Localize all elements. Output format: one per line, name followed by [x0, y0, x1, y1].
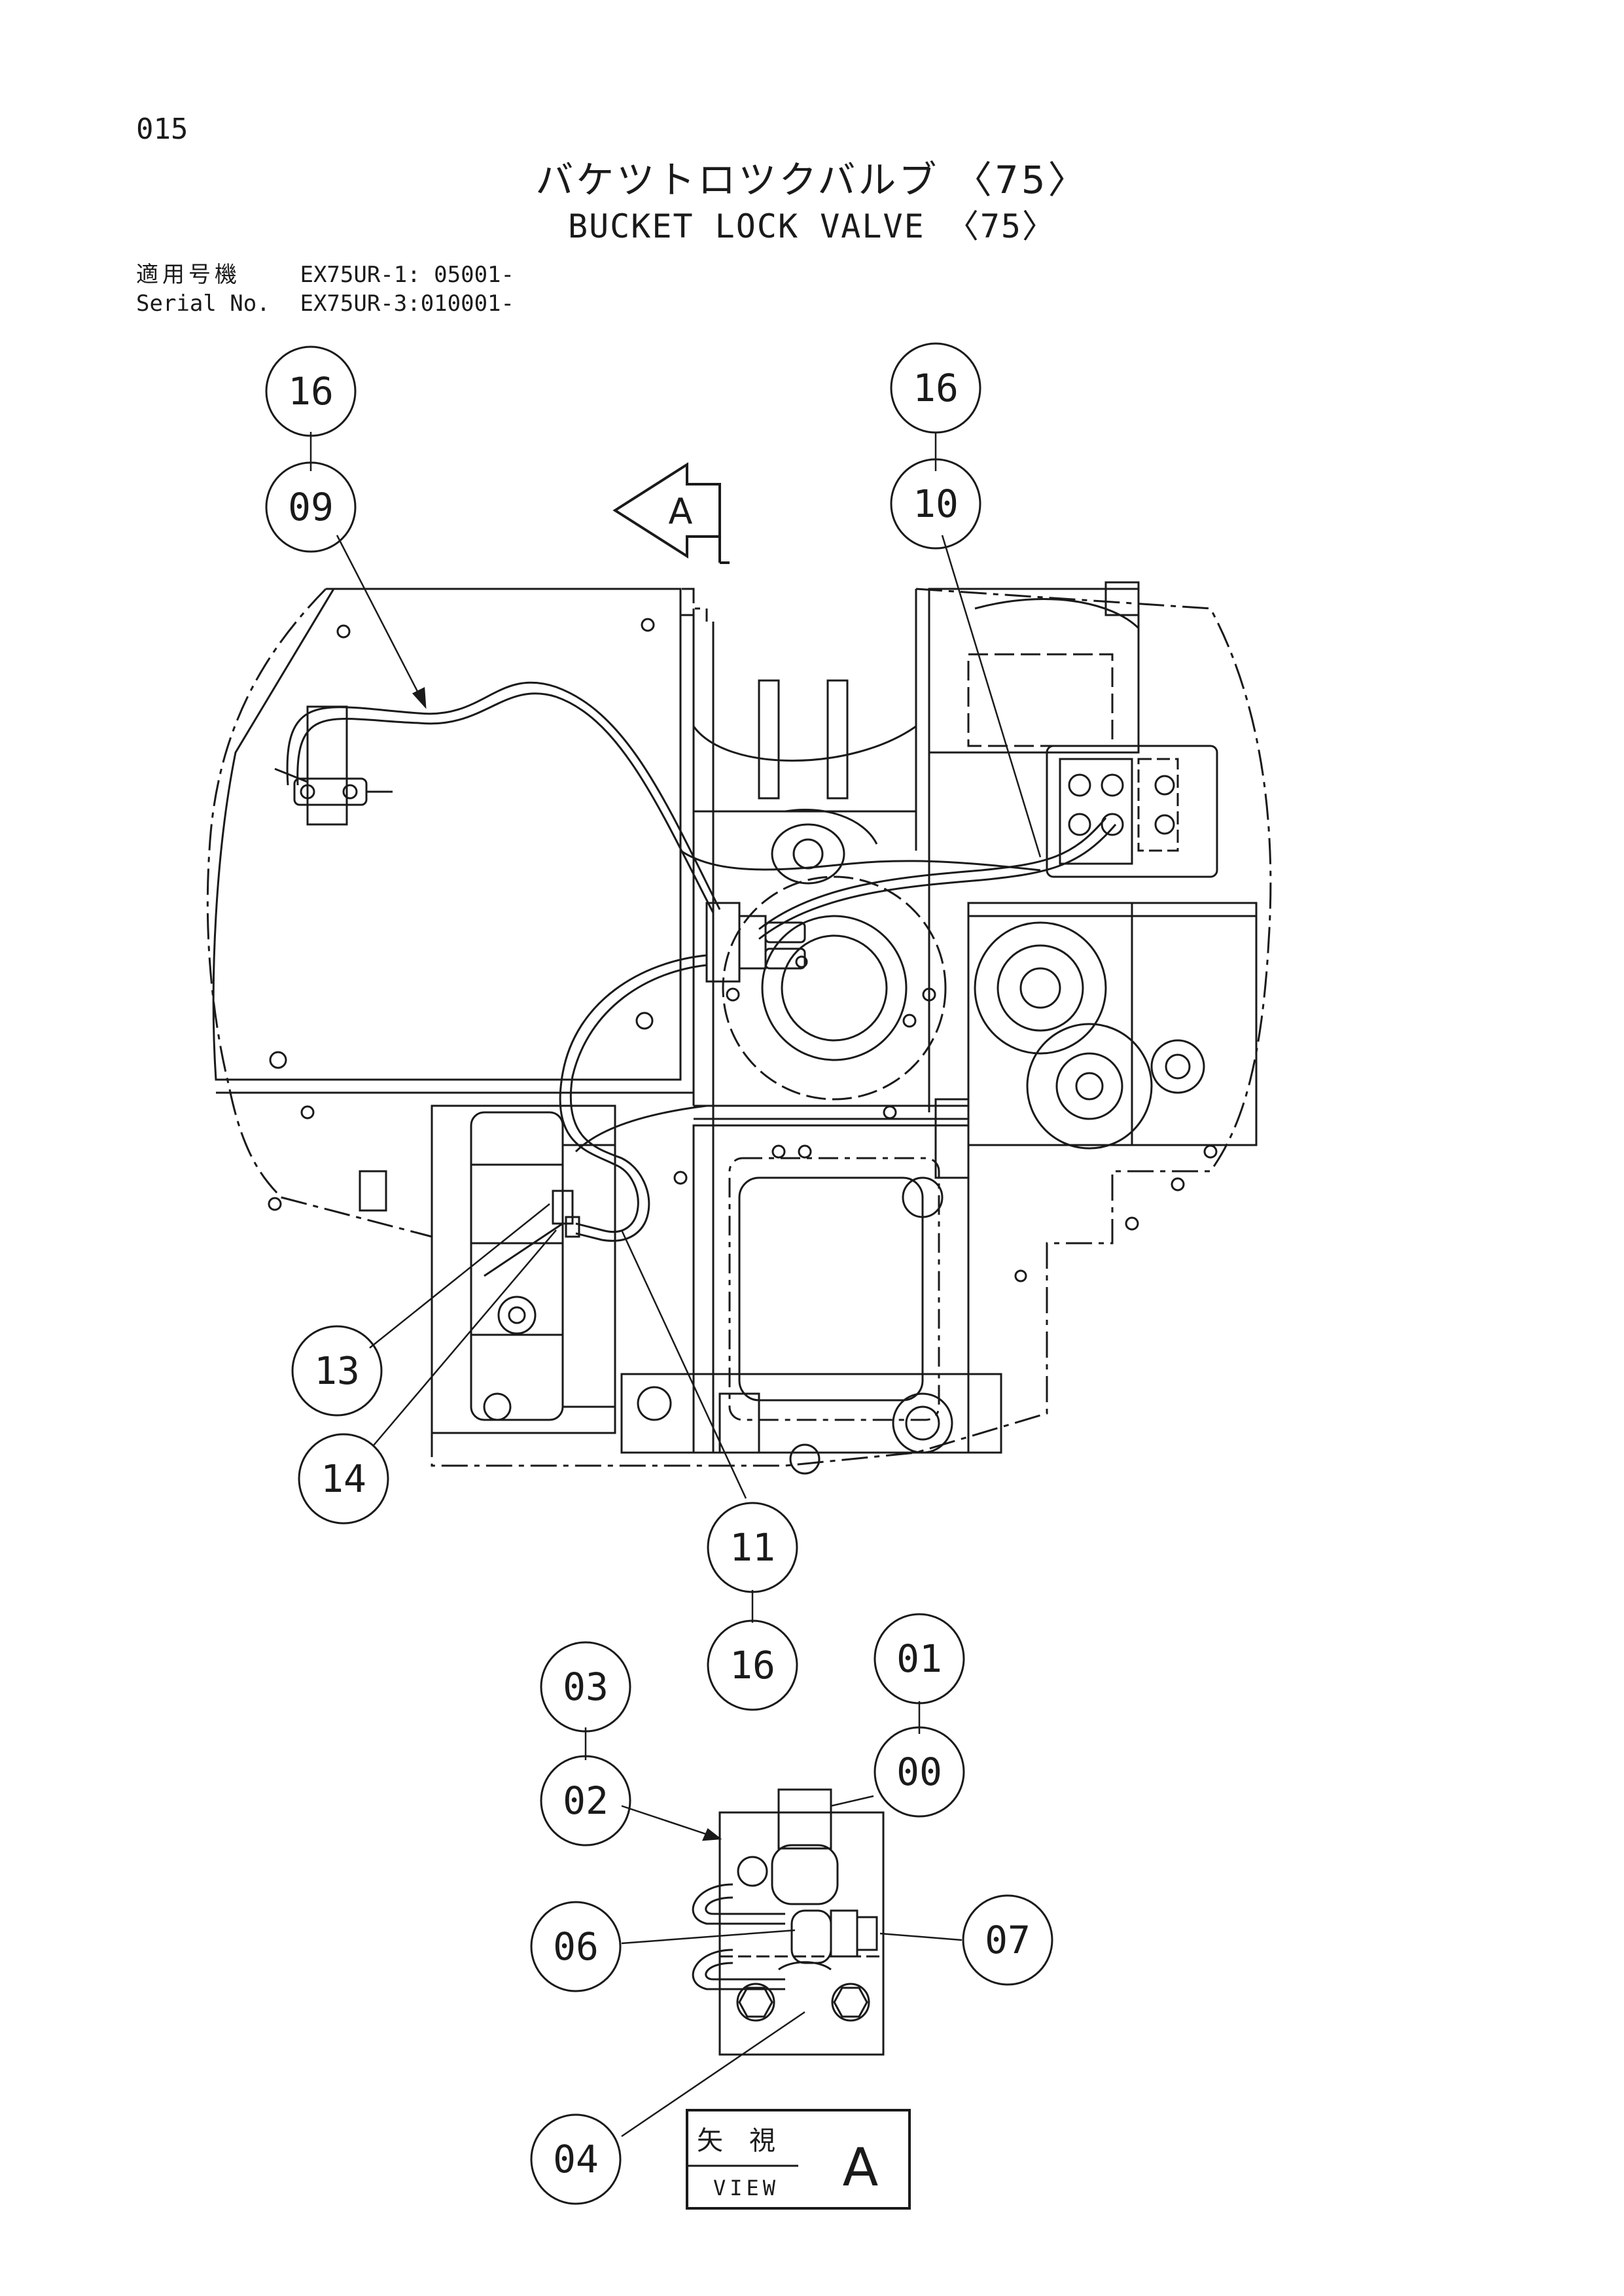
serial-value-1: EX75UR-1: 05001-	[300, 262, 514, 288]
svg-text:01: 01	[896, 1636, 942, 1681]
swing-bearing	[722, 808, 947, 1101]
callout-04: 04	[530, 2113, 622, 2205]
callout-14: 14	[298, 1433, 389, 1525]
callout-16-bottom: 16	[707, 1619, 798, 1711]
page-number: 015	[136, 113, 188, 146]
hydraulic-hoses	[286, 681, 1117, 1277]
serial-label-en: Serial No.	[136, 291, 270, 317]
view-label-box: 矢 視 VIEW A	[686, 2109, 911, 2210]
svg-text:10: 10	[913, 482, 959, 526]
valve-bracket-left	[274, 705, 393, 826]
lower-frame	[620, 1124, 1002, 1475]
solenoid-valve-block	[705, 902, 808, 983]
callout-16-top-right: 16	[890, 342, 981, 434]
control-valve	[1046, 745, 1218, 878]
svg-text:16: 16	[288, 369, 334, 414]
svg-text:07: 07	[985, 1918, 1031, 1962]
view-label-en: VIEW	[713, 2176, 779, 2200]
callout-06: 06	[530, 1901, 622, 1992]
callout-leaders	[309, 432, 1042, 2138]
svg-text:13: 13	[314, 1349, 360, 1393]
callout-00: 00	[874, 1726, 965, 1818]
callout-09: 09	[265, 461, 357, 553]
svg-text:02: 02	[563, 1778, 609, 1823]
svg-text:06: 06	[553, 1924, 599, 1969]
callout-16-top-left: 16	[265, 345, 357, 437]
frame-bolts	[673, 987, 1218, 1231]
title-english: BUCKET LOCK VALVE 〈75〉	[567, 207, 1057, 245]
svg-text:16: 16	[730, 1643, 775, 1687]
svg-text:14: 14	[321, 1457, 366, 1501]
svg-text:00: 00	[896, 1750, 942, 1794]
view-label-jp: 矢 視	[697, 2126, 775, 2156]
callout-10: 10	[890, 458, 981, 550]
detail-view-a	[692, 1788, 885, 2056]
view-arrow-letter: A	[669, 491, 693, 532]
callout-01: 01	[874, 1613, 965, 1704]
svg-text:16: 16	[913, 366, 959, 410]
callout-03: 03	[540, 1641, 631, 1733]
serial-label-jp: 適用号機	[136, 262, 241, 288]
center-frame	[692, 589, 970, 1453]
serial-row-1: 適用号機 EX75UR-1: 05001-	[136, 256, 514, 289]
svg-text:03: 03	[563, 1665, 609, 1709]
callouts: 16 09 16 10 13 14	[265, 342, 1053, 2205]
view-label-letter: A	[843, 2137, 879, 2198]
callout-07: 07	[962, 1894, 1053, 1986]
svg-text:11: 11	[730, 1525, 775, 1570]
svg-text:04: 04	[553, 2137, 599, 2181]
left-deck-plate	[212, 588, 695, 1212]
callout-11: 11	[707, 1502, 798, 1593]
callout-02: 02	[540, 1755, 631, 1846]
view-arrow-a: A	[612, 462, 730, 564]
title-japanese: バケツトロツクバルブ 〈75〉	[535, 158, 1089, 202]
serial-row-2: Serial No. EX75UR-3:010001-	[136, 291, 514, 317]
engine-compartment	[902, 581, 1258, 1282]
serial-value-2: EX75UR-3:010001-	[300, 291, 514, 317]
callout-13: 13	[291, 1325, 383, 1417]
svg-text:09: 09	[288, 485, 334, 529]
